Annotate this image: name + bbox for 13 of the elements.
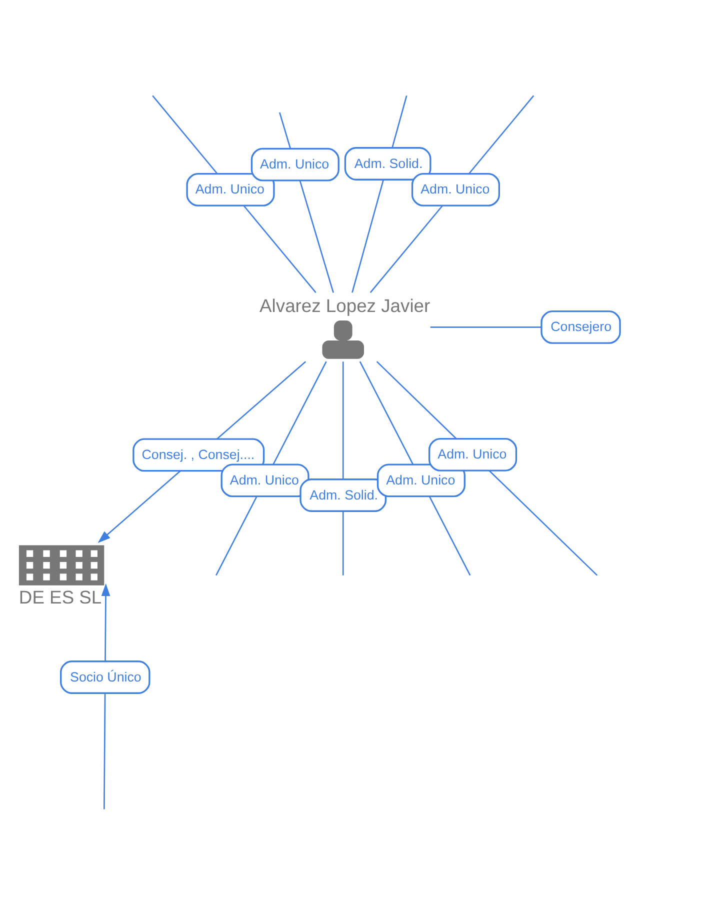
edge-label: Consejero <box>550 319 612 334</box>
edge-label: Adm. Unico <box>386 472 456 488</box>
edge-label: Adm. Unico <box>438 446 507 462</box>
edge-label: Adm. Unico <box>195 182 264 197</box>
edge-label: Socio Único <box>70 669 142 684</box>
node-label: Alvarez Lopez Javier <box>260 294 430 316</box>
edge-label: Adm. Unico <box>420 182 490 197</box>
edge-label: Adm. Solid. <box>310 487 378 502</box>
edge-label: Adm. Unico <box>260 156 330 172</box>
edge-label: Adm. Unico <box>230 472 299 488</box>
edge-label: Consej. , Consej.... <box>142 446 255 462</box>
node-label: DE ES SL <box>18 586 102 608</box>
edge-label: Adm. Solid. <box>354 156 423 171</box>
